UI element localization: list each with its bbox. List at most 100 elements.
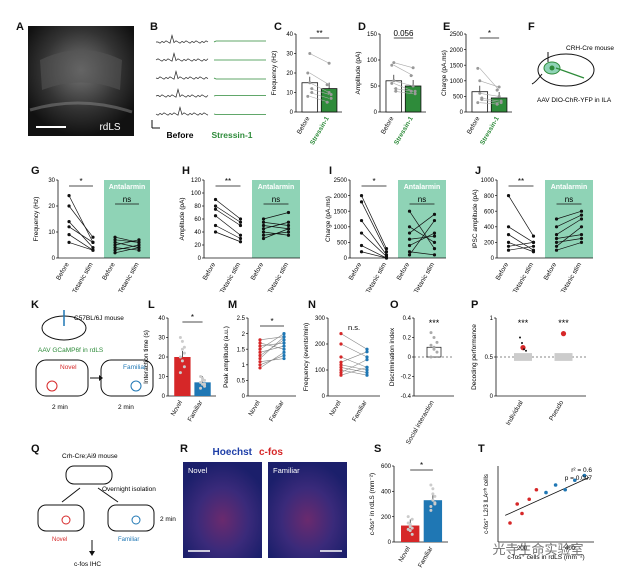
data-point-D [392,61,396,65]
data-point-G [91,246,95,250]
data-point-H [286,223,291,228]
pair-line-H [263,228,289,239]
data-point-S [410,517,414,521]
panel-label-h: H [182,165,190,177]
data-point-H [213,197,218,202]
y-tick-label-D: 150 [367,32,378,38]
pair-line-N [340,369,368,376]
y-tick-label-H: 40 [194,230,201,236]
y-tick-label-J: 400 [484,225,495,231]
data-point-M [282,353,286,358]
y-tick-label-C: 10 [286,91,293,97]
bar-D-1 [404,85,422,113]
data-point-H [286,220,291,224]
data-point-P [521,341,523,344]
data-point-I [384,250,389,254]
data-point-C [327,91,331,94]
data-point-L [199,386,203,390]
data-point-G [113,246,117,250]
data-point-S [410,532,414,536]
x-tick-label-M: Novel [247,399,262,417]
y-tick-label-I: 1000 [334,225,348,231]
sig-label-J: ** [518,177,524,186]
trace-before [155,70,209,80]
data-point-I [432,240,437,244]
data-point-S [406,515,410,519]
data-point-J [554,240,559,244]
panel-label-q: Q [31,443,40,455]
data-point-M [258,350,262,354]
trace-stressin [213,77,266,80]
data-point-C [308,52,312,55]
data-point-D [390,81,394,85]
sig-label-H: ** [225,177,231,186]
pair-line-C [309,88,330,95]
data-point-T [520,511,524,516]
y-tick-label-I: 0 [344,256,348,262]
data-point-C [308,81,312,85]
panel-q-time-label: 2 min [160,516,176,523]
x-tick-label-L: Familiar [187,399,205,423]
data-point-L [199,380,203,384]
data-point-C [329,92,333,96]
panel-label-e: E [443,21,450,33]
data-point-G [113,251,117,255]
pair-line-C [309,96,330,103]
data-point-E [495,102,499,106]
data-point-M [282,332,286,336]
x-tick-label-J: Tetanic stim [512,262,535,295]
data-point-L [178,355,182,359]
x-tick-label-S: Novel [398,545,413,563]
data-point-L [182,351,186,355]
trace-stressin [213,113,266,115]
pair-line-E [479,68,500,91]
x-tick-label-N: Novel [328,399,343,417]
x-tick-label-J: Before [495,261,511,281]
data-point-J [506,225,511,229]
pair-line-M [259,342,285,350]
data-point-M [282,344,286,348]
sig-label-N: n.s. [348,323,360,332]
y-tick-label-D: 50 [370,84,377,90]
data-point-H [238,236,243,241]
data-point-N [339,342,343,346]
data-point-H [213,214,218,218]
y-tick-label-E: 2500 [450,32,464,38]
pair-line-I [361,201,387,252]
x-tick-label-N: Familiar [351,399,369,423]
data-point-D [394,89,398,93]
pair-line-I [409,211,435,249]
data-point-M [258,353,262,358]
y-tick-label-O: -0.2 [401,375,412,381]
data-point-N [339,365,343,369]
pair-line-M [259,345,285,353]
pair-line-H [215,225,241,239]
pair-line-N [340,356,368,368]
pair-line-G [114,244,140,251]
y-tick-label-N: 300 [315,316,326,322]
panel-label-s: S [374,443,381,455]
bar-S-1 [423,500,443,542]
data-point-J [531,244,536,248]
pair-line-C [309,72,330,85]
trace-before [155,52,209,62]
panel-f-virus-label: AAV DIO-ChR-YFP in ILA [537,97,612,104]
y-tick-label-H: 80 [194,204,201,210]
data-point-O [429,331,433,335]
y-tick-label-J: 600 [484,209,495,215]
y-tick-label-D: 0 [374,110,378,116]
pair-line-H [215,199,241,220]
data-point-O [432,336,436,339]
x-tick-label-T: 200 [517,546,528,552]
y-axis-label-C: Frequency (Hz) [271,51,278,96]
pair-line-M [259,342,285,347]
y-axis-label-T: c-fos⁺ L2/3 ILAᶜʳʰ cells [483,474,490,534]
data-point-G [113,248,117,252]
panel-label-a: A [16,21,24,33]
data-point-T [508,521,512,525]
panel-k-novel-label: Novel [60,364,77,371]
shuffle-band-P-0 [514,353,532,361]
panel-r-cfos-label: c-fos [259,447,283,458]
pair-line-G [68,226,94,243]
